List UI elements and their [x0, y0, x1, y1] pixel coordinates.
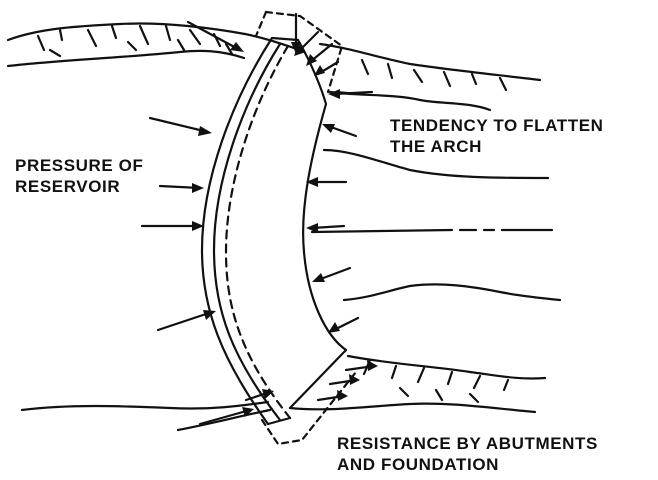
abutment-resistance-arrows: [200, 14, 374, 424]
reservoir-pressure-arrows: [142, 22, 240, 330]
flatten-arch-arrows: [312, 92, 372, 330]
label-line: TENDENCY TO FLATTEN: [390, 115, 604, 136]
label-tendency-to-flatten: TENDENCY TO FLATTEN THE ARCH: [390, 115, 604, 157]
label-line: RESERVOIR: [15, 176, 143, 197]
label-pressure-of-reservoir: PRESSURE OF RESERVOIR: [15, 155, 143, 197]
label-line: THE ARCH: [390, 136, 604, 157]
downstream-ground-lines: [312, 150, 560, 300]
label-line: RESISTANCE BY ABUTMENTS: [337, 433, 598, 454]
label-line: AND FOUNDATION: [337, 454, 598, 475]
reservoir-arrowheads: [192, 42, 244, 320]
flatten-arrowheads: [306, 89, 340, 333]
upper-canyon-wall: [8, 23, 540, 110]
arch-dam: [202, 12, 356, 444]
label-resistance-by-abutments: RESISTANCE BY ABUTMENTS AND FOUNDATION: [337, 433, 598, 475]
label-line: PRESSURE OF: [15, 155, 143, 176]
